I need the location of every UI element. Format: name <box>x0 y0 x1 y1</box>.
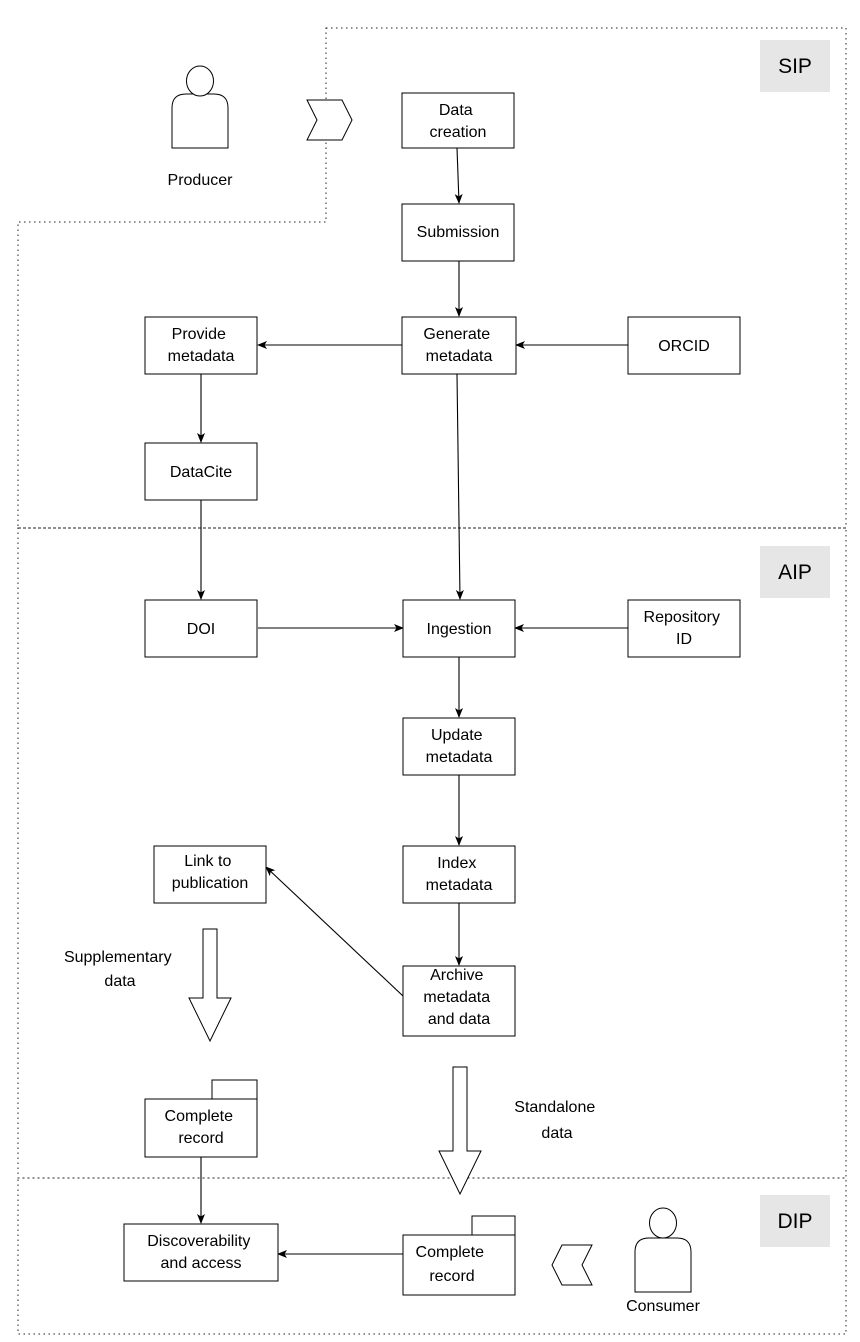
complete-record-aip-package <box>144 1079 258 1158</box>
edge-creation-to-submission <box>454 147 463 204</box>
edge-archive-to-link <box>265 866 404 997</box>
provide-metadata-box <box>144 316 258 375</box>
submission-label: Submission <box>417 224 500 241</box>
consumer-label: Consumer <box>626 1298 700 1315</box>
repository-id-box <box>627 599 741 658</box>
supplementary-data-arrow-icon <box>188 928 232 1043</box>
data-creation-label: Data creation <box>430 102 487 141</box>
submission-box <box>401 203 515 262</box>
sip-zone-boundary <box>17 27 847 529</box>
repository-id-label: Repository ID <box>644 609 725 648</box>
producer-label: Producer <box>168 172 234 189</box>
discoverability-and-access-label: Discoverability and access <box>147 1233 255 1272</box>
datacite-label: DataCite <box>170 464 232 481</box>
update-metadata-label: Update metadata <box>426 727 493 766</box>
archive-metadata-and-data-box <box>402 965 516 1037</box>
link-to-publication-label: Link to publication <box>172 853 249 892</box>
supplementary-data-label: Supplementary data <box>64 949 176 990</box>
complete-record-dip-label: Complete record <box>416 1244 489 1285</box>
discoverability-and-access-box <box>123 1223 279 1282</box>
producer-chevron-icon <box>306 99 353 141</box>
sip-zone-tag: SIP <box>760 40 830 92</box>
complete-record-dip-package <box>402 1215 516 1296</box>
consumer-actor-icon <box>634 1207 692 1293</box>
standalone-data-arrow-icon <box>438 1066 482 1196</box>
provide-metadata-label: Provide metadata <box>168 326 235 365</box>
data-creation-box <box>401 92 515 149</box>
producer-actor-icon <box>171 65 229 149</box>
edge-generate-to-ingestion <box>455 373 464 600</box>
doi-label: DOI <box>187 621 215 638</box>
sip-zone-label: SIP <box>778 55 812 78</box>
aip-zone-label: AIP <box>778 561 812 584</box>
index-metadata-label: Index metadata <box>426 855 493 894</box>
index-metadata-box <box>402 845 516 904</box>
aip-zone-tag: AIP <box>760 546 830 598</box>
dip-zone-boundary <box>17 1177 847 1335</box>
ingestion-label: Ingestion <box>427 621 492 638</box>
orcid-box <box>627 316 741 375</box>
orcid-label: ORCID <box>658 338 710 355</box>
generate-metadata-label: Generate metadata <box>423 326 494 365</box>
doi-box <box>144 599 258 658</box>
standalone-data-label: Standalone data <box>514 1099 599 1142</box>
dip-zone-tag: DIP <box>760 1195 830 1247</box>
complete-record-aip-label: Complete record <box>165 1108 238 1147</box>
dip-zone-label: DIP <box>777 1210 812 1233</box>
aip-zone-boundary <box>17 527 847 1179</box>
datacite-box <box>144 442 258 501</box>
link-to-publication-box <box>153 845 267 904</box>
consumer-chevron-icon <box>551 1244 593 1286</box>
ingestion-box <box>402 599 516 658</box>
generate-metadata-box <box>401 316 517 375</box>
update-metadata-box <box>402 717 516 776</box>
archive-metadata-and-data-label: Archive metadata and data <box>423 967 494 1028</box>
